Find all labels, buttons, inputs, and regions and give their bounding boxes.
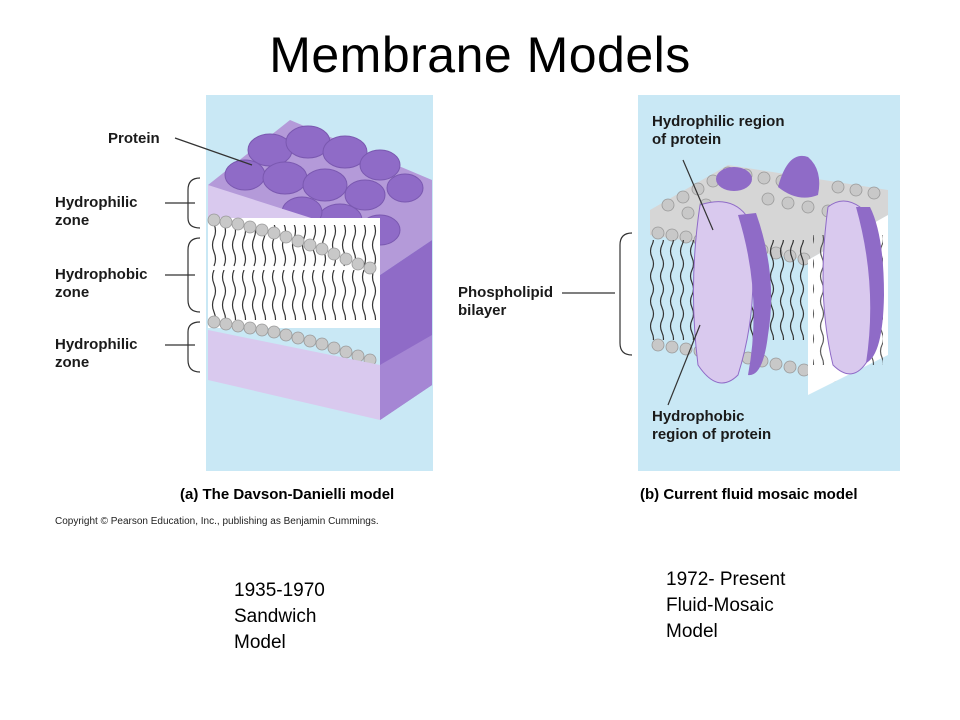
- era-model-name: Sandwich: [234, 606, 317, 627]
- label-line: Hydrophobic: [55, 266, 148, 283]
- davson-danielli-diagram: [165, 95, 433, 471]
- integral-protein-right: [822, 200, 884, 375]
- era-years: 1972- Present: [666, 569, 786, 590]
- label-line: Hydrophilic region: [652, 113, 785, 130]
- era-model-name: Fluid-Mosaic: [666, 595, 774, 616]
- label-protein: Protein: [108, 130, 160, 147]
- era-model-suffix: Model: [234, 632, 286, 653]
- label-line: Phospholipid: [458, 284, 553, 301]
- label-line: Hydrophilic: [55, 194, 138, 211]
- peripheral-proteins: [716, 155, 820, 198]
- caption-right: (b) Current fluid mosaic model: [640, 486, 858, 503]
- label-hydrophilic-region: Hydrophilic region of protein: [652, 113, 785, 149]
- era-right: 1972- Present Fluid-Mosaic Model: [666, 567, 785, 645]
- label-line: region of protein: [652, 426, 772, 443]
- label-phospholipid-bilayer: Phospholipid bilayer: [458, 284, 553, 320]
- era-years: 1935-1970: [234, 580, 325, 601]
- label-line: Hydrophobic: [652, 408, 745, 425]
- era-left: 1935-1970 Sandwich Model: [234, 578, 325, 656]
- label-hydrophilic-zone-top: Hydrophilic zone: [55, 194, 138, 230]
- caption-left: (a) The Davson-Danielli model: [180, 486, 395, 503]
- integral-protein-large: [692, 201, 772, 384]
- label-line: of protein: [652, 131, 722, 148]
- label-line: zone: [55, 284, 90, 301]
- protein-layer-bottom: [208, 330, 380, 420]
- label-hydrophobic-region: Hydrophobic region of protein: [652, 408, 771, 444]
- page-title: Membrane Models: [269, 27, 691, 83]
- copyright-notice: Copyright © Pearson Education, Inc., pub…: [55, 516, 379, 527]
- fluid-mosaic-diagram: [638, 95, 900, 471]
- era-model-suffix: Model: [666, 621, 718, 642]
- label-line: bilayer: [458, 302, 507, 319]
- label-line: Hydrophilic: [55, 336, 138, 353]
- lipid-heads-left: [207, 213, 377, 367]
- label-line: zone: [55, 212, 90, 229]
- bilayer-bracket: [562, 232, 633, 356]
- label-hydrophilic-zone-bottom: Hydrophilic zone: [55, 336, 138, 372]
- label-line: zone: [55, 354, 90, 371]
- label-hydrophobic-zone: Hydrophobic zone: [55, 266, 148, 302]
